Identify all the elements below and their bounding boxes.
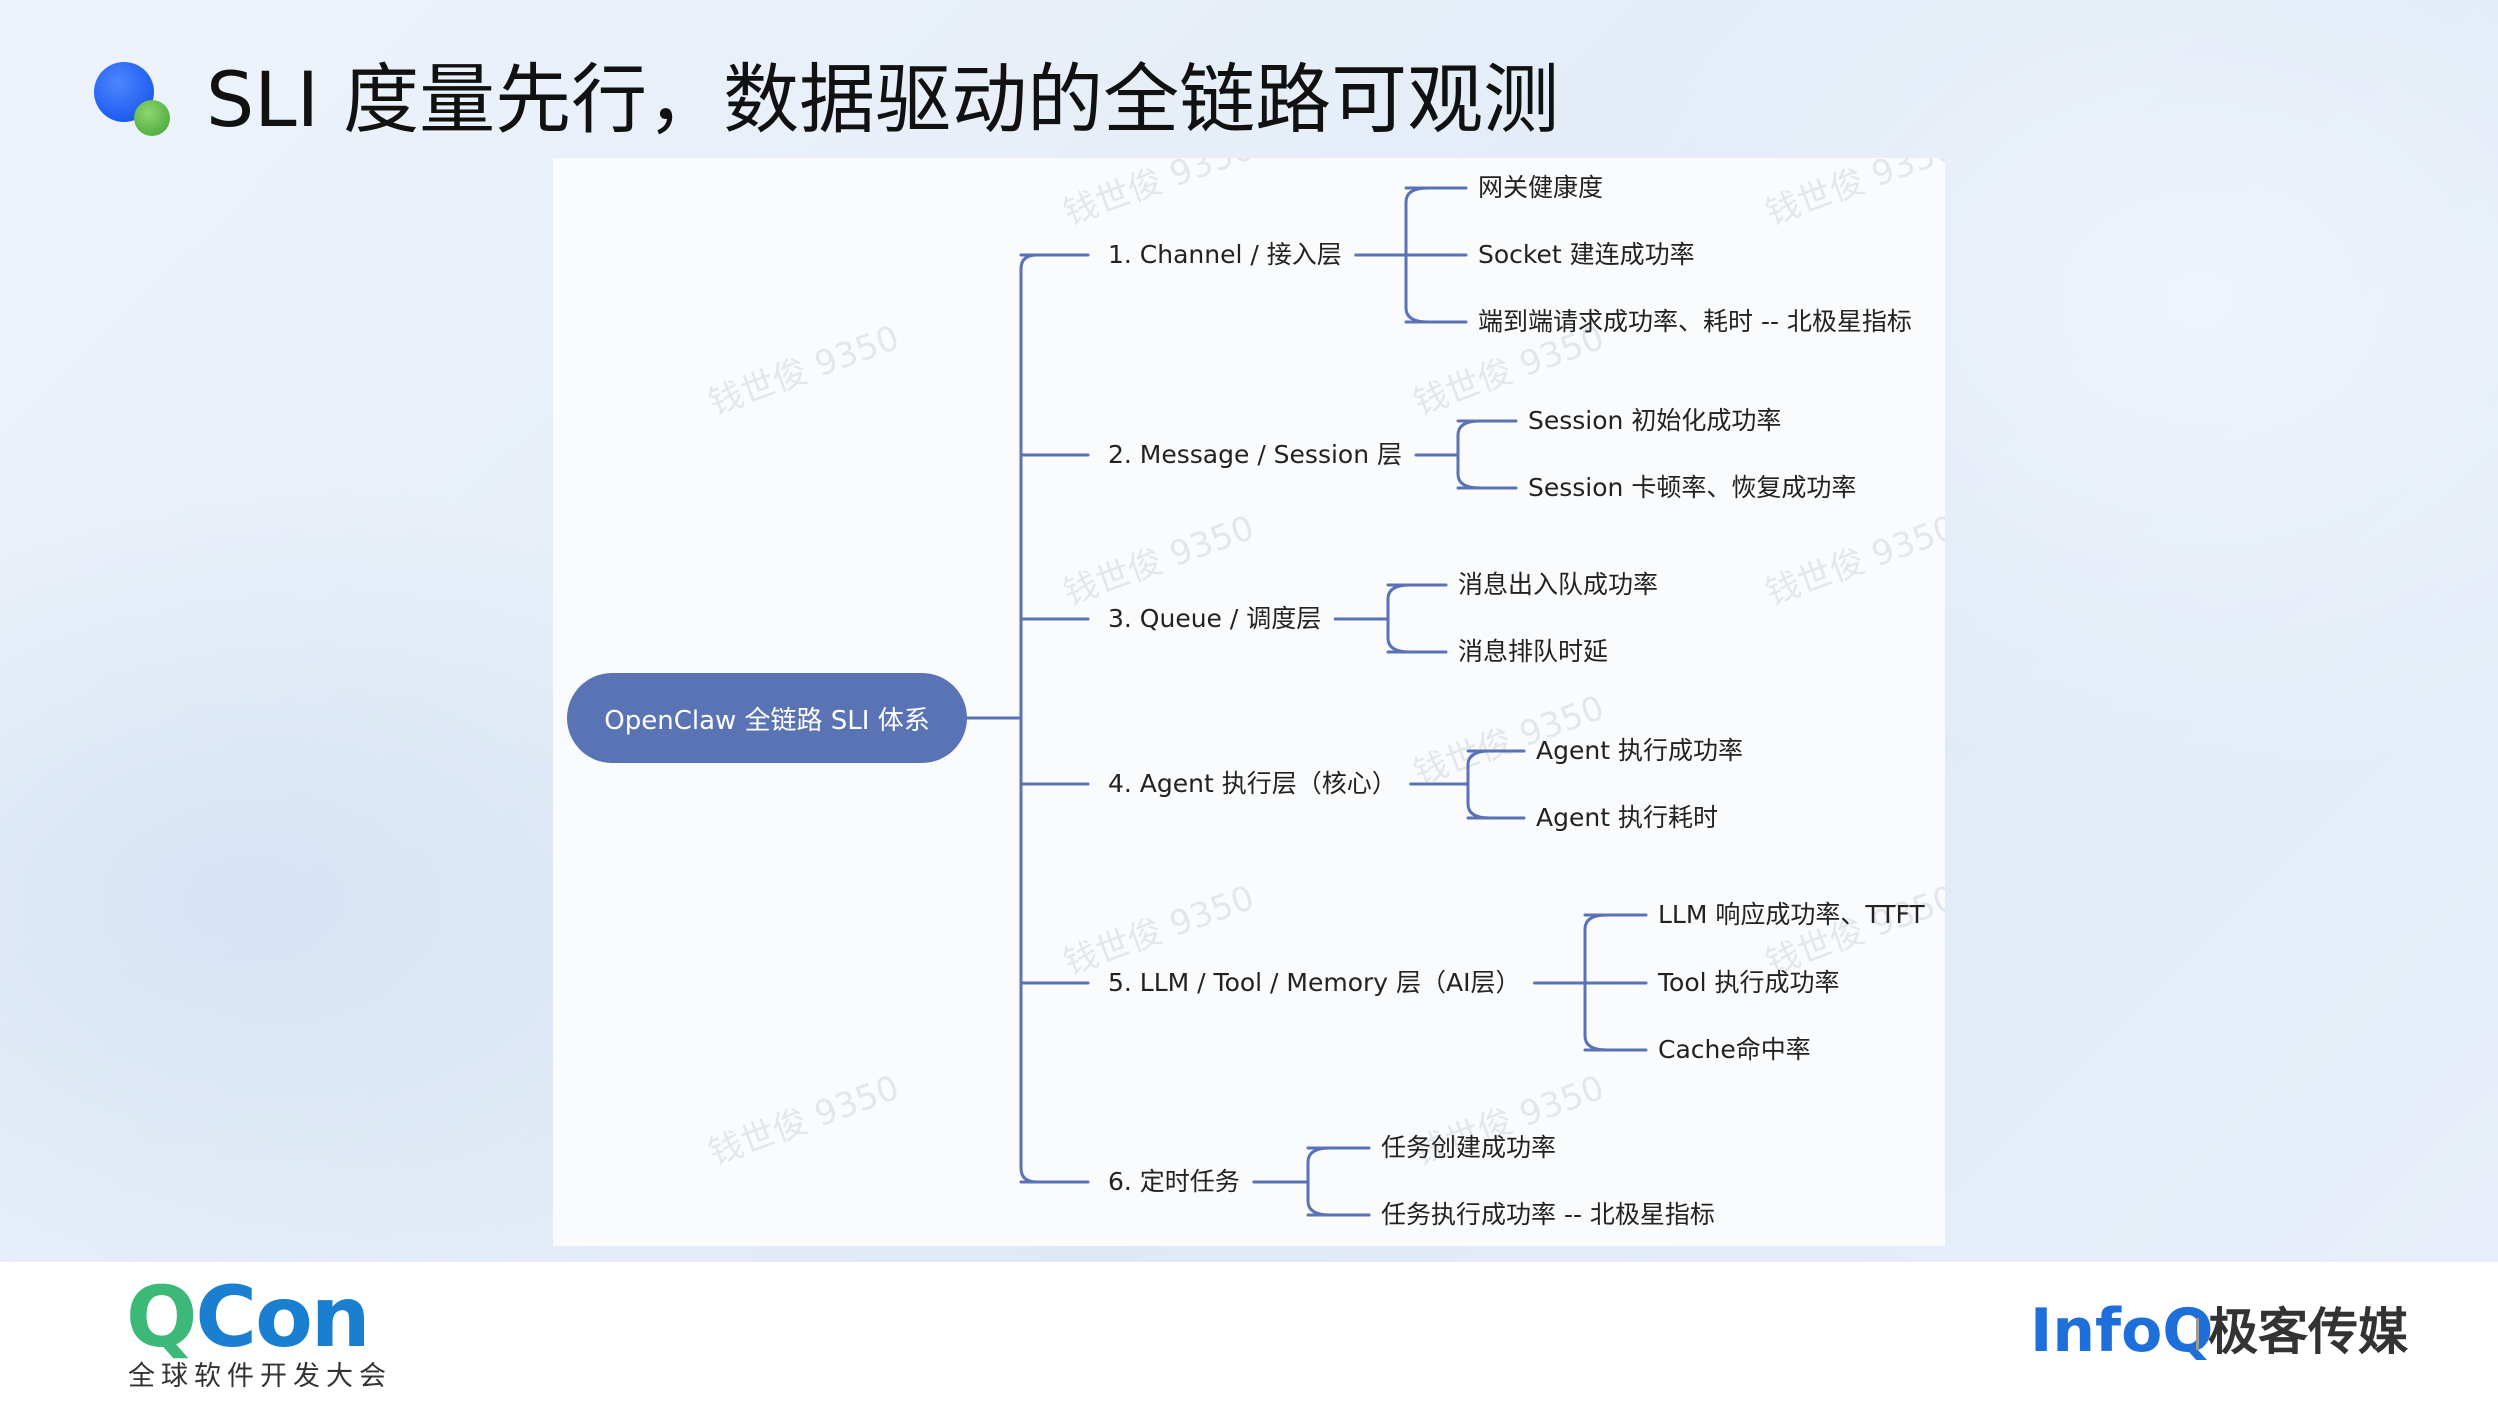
connector-leaf-bracket [1456, 419, 1482, 490]
leaf-label: 任务创建成功率 [1381, 1133, 1557, 1162]
leaf-label: 任务执行成功率 -- 北极星指标 [1381, 1200, 1715, 1229]
connector-leaf-bracket [1386, 583, 1412, 654]
qcon-subtitle: 全球软件开发大会 [128, 1361, 392, 1392]
leaf-label: LLM 响应成功率、TTFT [1658, 900, 1925, 929]
title-bullet-green-dot [134, 100, 170, 136]
branch-label: 2. Message / Session 层 [1108, 440, 1403, 469]
leaf-label: Socket 建连成功率 [1478, 240, 1695, 269]
mindmap-panel: 钱世俊 9350 钱世俊 9350 钱世俊 9350 钱世俊 9350 钱世俊 … [553, 158, 1945, 1246]
slide-title: SLI 度量先行，数据驱动的全链路可观测 [206, 55, 1560, 144]
leaf-label: 网关健康度 [1478, 173, 1604, 202]
branch-label: 3. Queue / 调度层 [1108, 604, 1322, 633]
leaf-label: Agent 执行成功率 [1536, 736, 1743, 765]
connector-leaf-bracket [1466, 749, 1492, 820]
leaf-label: Tool 执行成功率 [1658, 968, 1840, 997]
logo-divider [2196, 1318, 2199, 1350]
mindmap-connectors [965, 186, 1648, 1217]
leaf-label: 消息出入队成功率 [1458, 570, 1659, 599]
footer-bar [0, 1262, 2498, 1406]
qcon-logo-con: Con [195, 1268, 370, 1366]
branch-label: 5. LLM / Tool / Memory 层（AI层） [1108, 968, 1521, 997]
qcon-logo: QCon [126, 1272, 371, 1362]
qcon-logo-q: Q [126, 1268, 197, 1366]
connector-leaf-bracket [1306, 1146, 1332, 1217]
leaf-label: Agent 执行耗时 [1536, 803, 1718, 832]
branch-label: 1. Channel / 接入层 [1108, 240, 1342, 269]
leaf-label: 端到端请求成功率、耗时 -- 北极星指标 [1478, 307, 1912, 336]
leaf-label: Session 卡顿率、恢复成功率 [1528, 473, 1857, 502]
branch-label: 4. Agent 执行层（核心） [1108, 769, 1397, 798]
leaf-label: 消息排队时延 [1458, 637, 1609, 666]
leaf-label: Cache命中率 [1658, 1035, 1811, 1064]
geek-media-logo: 极客传媒 [2208, 1303, 2408, 1361]
connector-spine [1019, 253, 1039, 1184]
branch-label: 6. 定时任务 [1108, 1167, 1240, 1196]
leaf-label: Session 初始化成功率 [1528, 406, 1782, 435]
mindmap-root-node: OpenClaw 全链路 SLI 体系 [567, 673, 967, 763]
infoq-logo: InfoQ [2030, 1296, 2214, 1366]
